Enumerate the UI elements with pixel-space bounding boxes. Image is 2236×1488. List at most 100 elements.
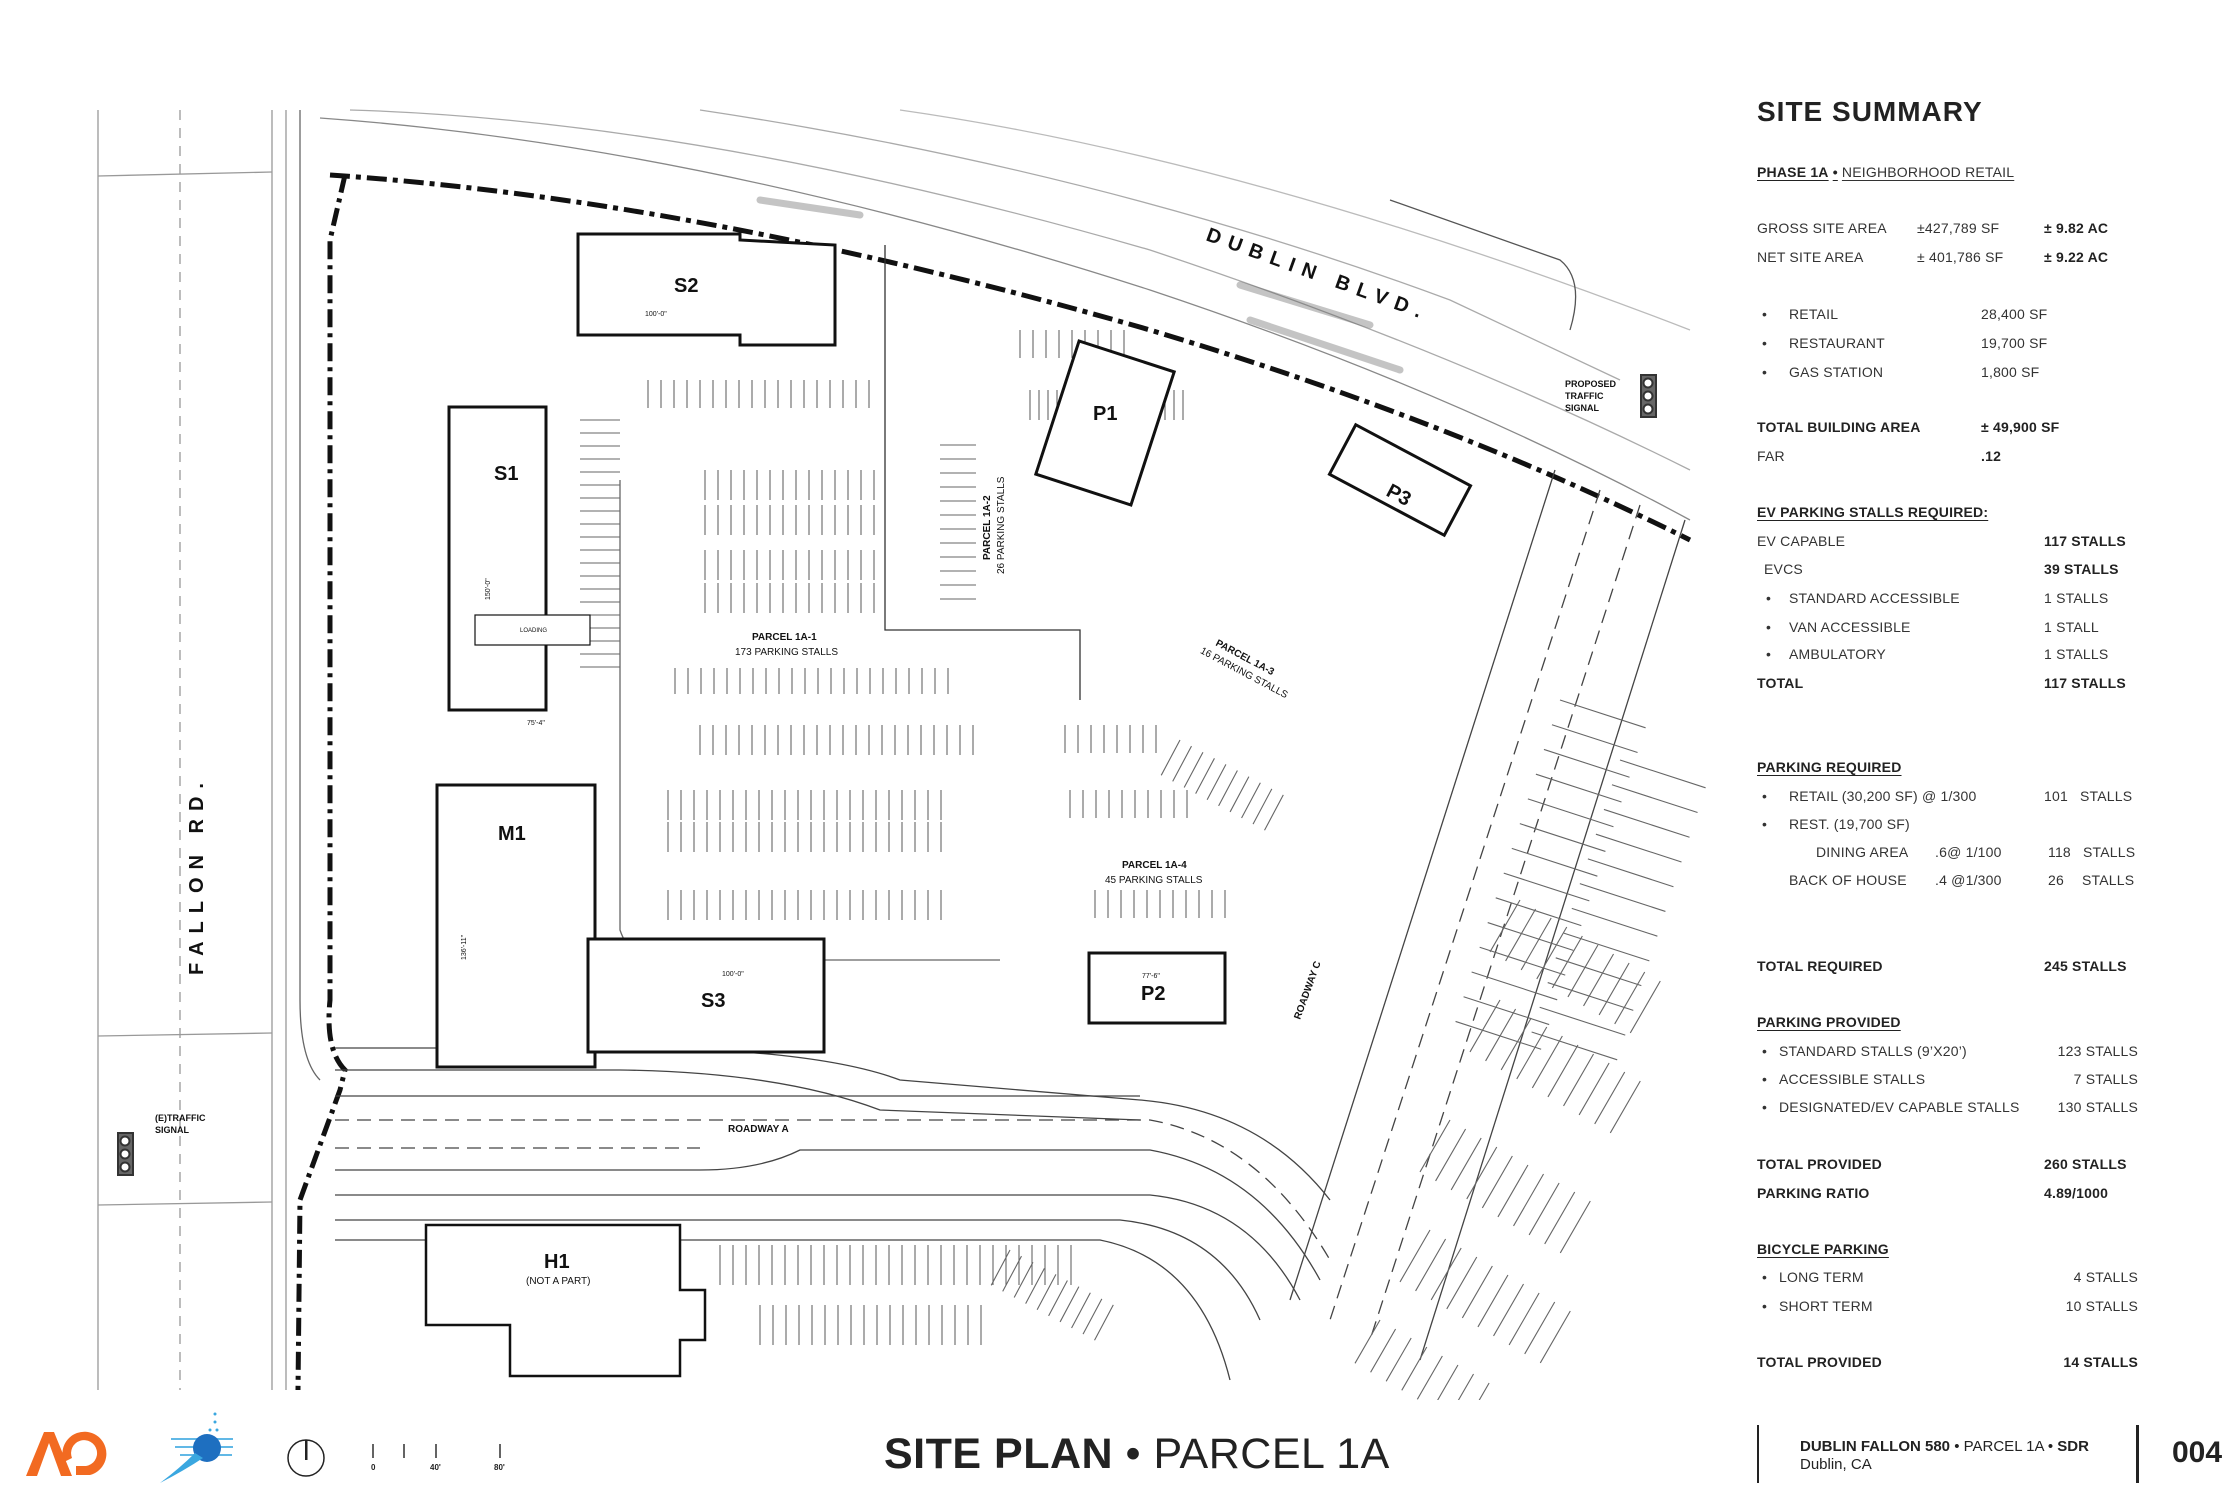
dim-s2: 100'-0" <box>645 311 667 318</box>
bicycle-item: LONG TERM <box>1779 1269 1864 1285</box>
req-dining: DINING AREA <box>1816 844 1909 860</box>
use-value: 1,800 SF <box>1981 364 2040 380</box>
scale-0: 0 <box>371 1463 376 1472</box>
stall-line <box>1629 980 1661 1034</box>
parking-stall-row <box>1419 1119 1591 1254</box>
stall-line <box>1587 858 1674 888</box>
bullet: • <box>1762 335 1768 351</box>
phase-name: NEIGHBORHOOD RETAIL <box>1841 164 2015 180</box>
bullet: • <box>1762 1043 1768 1059</box>
provided-heading: PARKING PROVIDED <box>1757 1014 1901 1030</box>
stall-line <box>1503 872 1590 902</box>
ev-item: AMBULATORY <box>1789 646 1886 662</box>
partner-logo <box>160 1412 233 1483</box>
provided-value: 7 STALLS <box>2073 1071 2138 1087</box>
stall-line <box>1457 1373 1475 1400</box>
ev-item-value: 1 STALLS <box>2044 590 2109 606</box>
stall-line <box>1611 784 1698 814</box>
stall-line <box>1609 1080 1641 1134</box>
building-s2 <box>576 232 837 347</box>
req-boh-rate: .4 @1/300 <box>1935 872 2002 888</box>
req-dining-rate: .6@ 1/100 <box>1935 844 2002 860</box>
project-phase: SDR <box>2057 1438 2089 1455</box>
stall-line <box>1477 1274 1509 1328</box>
footer-divider <box>1757 1425 1759 1483</box>
existing-signal-label-2: SIGNAL <box>155 1125 190 1135</box>
stall-line <box>1551 935 1583 989</box>
stall-line <box>1446 1256 1478 1310</box>
bullet: • <box>1766 646 1772 662</box>
label-h1: H1 <box>544 1251 570 1273</box>
req-boh-count: 26 <box>2048 872 2064 888</box>
parking-stall-row <box>699 725 974 755</box>
stall-line <box>1370 1328 1397 1373</box>
far-label: FAR <box>1757 448 1785 464</box>
evcs-value: 39 STALLS <box>2044 561 2119 577</box>
use-value: 19,700 SF <box>1981 335 2048 351</box>
sep2: • <box>2047 1438 2054 1455</box>
use-label: RESTAURANT <box>1789 335 1885 351</box>
area-ac: ± 9.82 AC <box>2044 220 2109 236</box>
use-label: RETAIL <box>1789 306 1839 322</box>
parking-stall-row <box>704 583 875 613</box>
stall-line <box>1071 1292 1091 1329</box>
stall-line <box>1252 788 1273 825</box>
fallon-rd-label: FALLON RD. <box>186 775 208 975</box>
label-p2: P2 <box>1141 983 1165 1005</box>
sheet-title-sep: • <box>1125 1430 1142 1478</box>
use-value: 28,400 SF <box>1981 306 2048 322</box>
stall-line <box>1527 798 1614 828</box>
stall-line <box>1489 899 1521 953</box>
bullet: • <box>1762 1071 1768 1087</box>
sheet-title-bold: SITE PLAN <box>884 1430 1114 1478</box>
parking-stall-row <box>667 822 942 852</box>
ev-item: VAN ACCESSIBLE <box>1789 619 1911 635</box>
ev-total: TOTAL <box>1757 675 1804 691</box>
req-retail-count: 101 <box>2044 788 2068 804</box>
site-boundary <box>295 174 348 1391</box>
stall-line <box>1547 982 1634 1011</box>
parking-stall-row <box>704 470 875 500</box>
dim-s1: 150'-0" <box>485 578 492 600</box>
req-rest: REST. (19,700 SF) <box>1789 816 1910 832</box>
parking-stall-row <box>990 1249 1114 1341</box>
dim-s3: 100'-0" <box>722 971 744 978</box>
parking-stall-row <box>647 380 870 408</box>
ev-heading: EV PARKING STALLS REQUIRED: <box>1757 504 1989 520</box>
parking-stall-row <box>704 505 875 535</box>
parcel-1a-4-name: PARCEL 1A-4 <box>1122 860 1187 871</box>
ev-item-value: 1 STALL <box>2044 619 2099 635</box>
provided-item: DESIGNATED/EV CAPABLE STALLS <box>1779 1099 2020 1115</box>
parcel-1a-1-name: PARCEL 1A-1 <box>752 632 817 643</box>
project-parcel: PARCEL 1A <box>1963 1438 2044 1455</box>
area-sf: ±427,789 SF <box>1917 220 2000 236</box>
dublin-blvd <box>319 109 1692 543</box>
parking-stall-row <box>667 790 942 820</box>
stall-line <box>1481 1155 1513 1209</box>
stall-line <box>1544 1191 1576 1245</box>
bicycle-total-value: 14 STALLS <box>2063 1354 2138 1370</box>
label-p1: P1 <box>1093 403 1117 425</box>
stall-line <box>1559 699 1646 729</box>
bullet: • <box>1766 590 1772 606</box>
parking-stall-row <box>667 890 942 920</box>
req-unit: STALLS <box>2080 788 2133 804</box>
stall-line <box>1603 808 1690 838</box>
stall-line <box>1563 932 1650 962</box>
fallon-road <box>97 110 287 1390</box>
parking-stall-row <box>1354 1319 1490 1400</box>
scale-80: 80' <box>494 1463 505 1472</box>
stall-line <box>1094 1304 1114 1341</box>
project-info: DUBLIN FALLON 580 • PARCEL 1A • SDR Dubl… <box>1800 1438 2089 1473</box>
label-m1: M1 <box>498 823 526 845</box>
stall-line <box>1524 1301 1556 1355</box>
area-ac: ± 9.22 AC <box>2044 249 2109 265</box>
roadway-c <box>1289 469 1686 1361</box>
far-value: .12 <box>1981 448 2002 464</box>
phase-heading-bold: PHASE 1A <box>1757 164 1829 180</box>
stall-line <box>1619 759 1706 789</box>
project-name: DUBLIN FALLON 580 <box>1800 1438 1951 1455</box>
stall-line <box>1036 1274 1057 1310</box>
stall-line <box>1520 917 1552 971</box>
stall-line <box>990 1249 1011 1286</box>
